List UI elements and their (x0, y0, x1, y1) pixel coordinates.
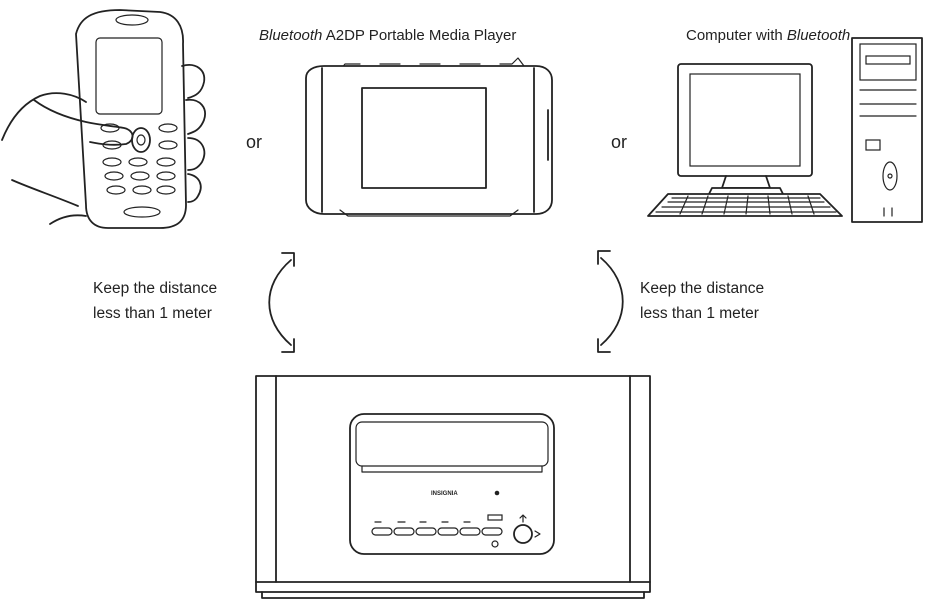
computer-caption-italic: Bluetooth (786, 27, 851, 44)
desktop-computer-icon (647, 37, 923, 223)
computer-caption: Computer with Bluetooth (686, 27, 850, 44)
distance-note-left-line1: Keep the distance (93, 280, 218, 297)
distance-note-right-line1: Keep the distance (640, 280, 765, 297)
media-player-caption: Bluetooth A2DP Portable Media Player (259, 27, 516, 44)
speaker-dock-icon (255, 375, 651, 599)
double-arrow-left-icon (268, 252, 295, 353)
media-player-caption-italic: Bluetooth (259, 27, 323, 44)
distance-note-right: Keep the distance less than 1 meter (640, 276, 764, 326)
distance-note-right-line2: less than 1 meter (640, 305, 759, 322)
computer-caption-rest: Computer with (686, 27, 787, 44)
or-label-right: or (611, 132, 628, 152)
speaker-brand-label: INSIGNIA (431, 491, 458, 497)
portable-media-player-icon (305, 57, 553, 217)
distance-note-left-line2: less than 1 meter (93, 305, 212, 322)
double-arrow-right-icon (597, 250, 624, 353)
distance-note-left: Keep the distance less than 1 meter (93, 276, 217, 326)
cell-phone-in-hand-icon (1, 9, 206, 229)
media-player-caption-rest: A2DP Portable Media Player (322, 27, 517, 44)
or-label-left: or (246, 132, 263, 152)
